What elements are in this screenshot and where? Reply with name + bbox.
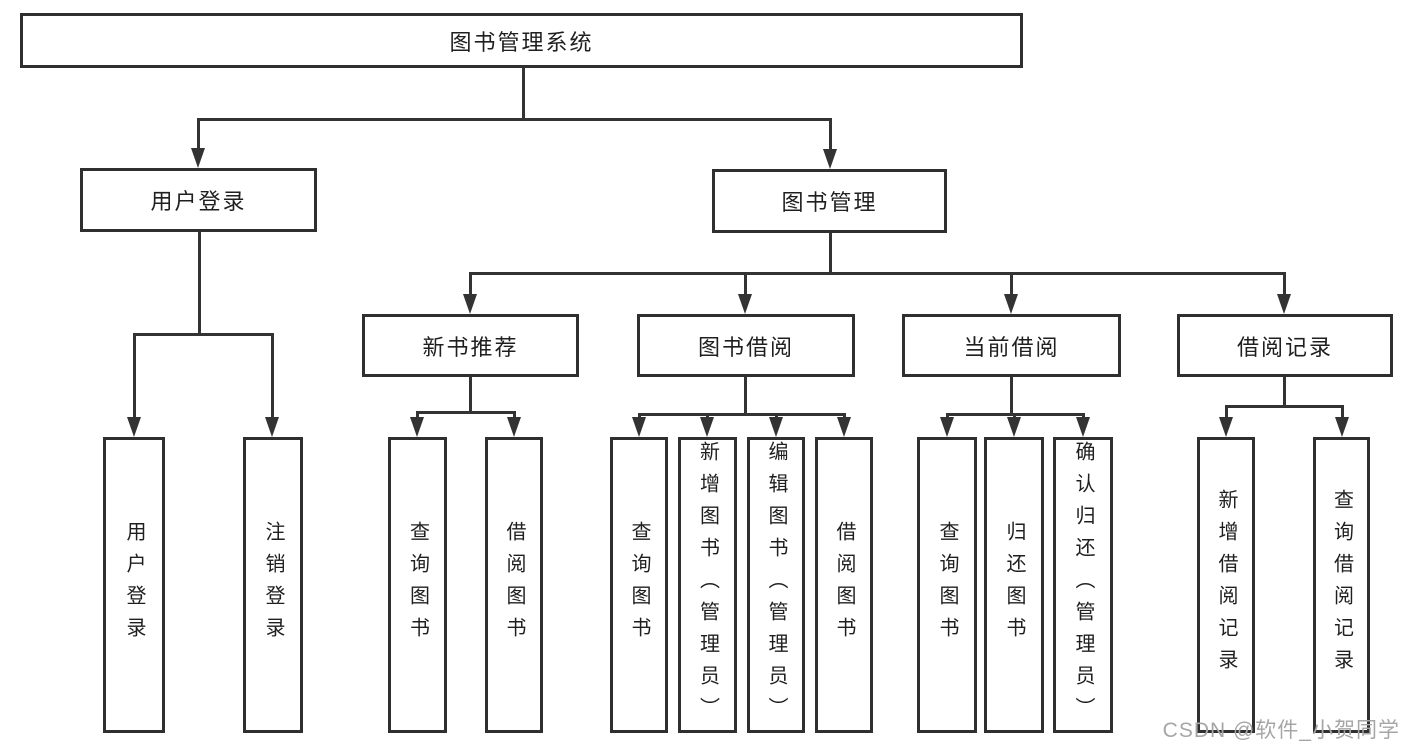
leaf-borrow-books-recommend: 借阅图书 (485, 437, 543, 733)
arrowhead-add-borrow-record (1219, 417, 1233, 437)
connector-arrow-query-borrow-record-line (1340, 405, 1344, 418)
leaf-borrow-books-recommend-label: 借阅图书 (503, 521, 525, 649)
connector-arrow-borrow-books-recommend-line (512, 411, 516, 418)
arrowhead-user-login (191, 148, 205, 168)
arrowhead-return-books (1007, 417, 1021, 437)
leaf-add-borrow-record-label: 新增借阅记录 (1215, 489, 1237, 681)
leaf-query-books-borrowing: 查询图书 (610, 437, 668, 733)
connector-arrow-borrow-books-borrowing-line (842, 413, 846, 418)
connector-arrow-query-books-borrowing-line (637, 413, 641, 418)
connector-root-stem (521, 67, 525, 121)
leaf-query-books-recommend: 查询图书 (388, 437, 447, 733)
node-new-book-recommend-label: 新书推荐 (422, 334, 519, 360)
arrowhead-borrow-books-recommend (507, 417, 521, 437)
connector-arrow-edit-books-line (774, 413, 778, 418)
node-new-book-recommend: 新书推荐 (362, 314, 579, 377)
leaf-query-books-current: 查询图书 (917, 437, 977, 733)
connector-arrow-query-books-recommend-line (415, 411, 419, 418)
leaf-confirm-return-admin: 确认归还（管理员） (1053, 437, 1113, 733)
node-book-borrowing-label: 图书借阅 (697, 334, 794, 360)
connector-user-login-branch (132, 333, 274, 336)
connector-arrow-book-borrowing-line (743, 272, 747, 295)
leaf-query-borrow-record-label: 查询借阅记录 (1330, 489, 1353, 681)
connector-current-borrowing-stem (1009, 377, 1013, 416)
connector-book-borrowing-stem (743, 377, 747, 416)
arrowhead-book-borrowing (738, 294, 752, 314)
connector-book-management-stem (828, 233, 832, 275)
connector-borrowing-records-stem (1282, 377, 1286, 408)
node-book-management: 图书管理 (712, 169, 947, 233)
arrowhead-query-books-borrowing (632, 417, 646, 437)
connector-book-management-branch (468, 272, 1286, 275)
connector-book-borrowing-branch (637, 413, 846, 416)
arrowhead-leaf-user-login (127, 417, 141, 437)
arrowhead-add-books (700, 417, 714, 437)
connector-arrow-leaf-logout-line (270, 333, 274, 418)
connector-borrowing-records-branch (1224, 405, 1344, 408)
connector-arrow-add-borrow-record-line (1224, 405, 1228, 418)
leaf-return-books-label: 归还图书 (1003, 521, 1025, 649)
leaf-user-login-label: 用户登录 (123, 521, 145, 649)
connector-arrow-borrowing-records-line (1282, 272, 1286, 295)
node-current-borrowing-label: 当前借阅 (963, 334, 1060, 360)
leaf-confirm-return-admin-label: 确认归还（管理员） (1072, 441, 1094, 729)
connector-arrow-confirm-return-line (1081, 413, 1085, 418)
node-current-borrowing: 当前借阅 (902, 314, 1121, 377)
arrowhead-query-books-recommend (410, 417, 424, 437)
connector-arrow-current-borrowing-line (1009, 272, 1013, 295)
connector-arrow-user-login-line (196, 118, 200, 149)
leaf-borrow-books-borrowing-label: 借阅图书 (833, 521, 855, 649)
leaf-query-books-current-label: 查询图书 (936, 521, 958, 649)
connector-user-login-stem (197, 232, 201, 336)
connector-root-branch (196, 118, 832, 121)
node-borrowing-records-label: 借阅记录 (1236, 334, 1333, 360)
leaf-logout: 注销登录 (243, 437, 303, 733)
arrowhead-confirm-return (1076, 417, 1090, 437)
connector-new-book-branch (415, 411, 516, 414)
connector-arrow-new-book-line (468, 272, 472, 295)
connector-new-book-stem (468, 377, 472, 414)
arrowhead-borrow-books-borrowing (837, 417, 851, 437)
leaf-user-login: 用户登录 (103, 437, 165, 733)
leaf-borrow-books-borrowing: 借阅图书 (815, 437, 873, 733)
csdn-watermark: CSDN @软件_小贺同学 (1162, 719, 1400, 742)
leaf-edit-books-admin-label: 编辑图书（管理员） (765, 441, 787, 729)
node-borrowing-records: 借阅记录 (1177, 314, 1393, 377)
node-book-borrowing: 图书借阅 (637, 314, 855, 377)
leaf-query-books-borrowing-label: 查询图书 (628, 521, 650, 649)
leaf-query-books-recommend-label: 查询图书 (406, 521, 429, 649)
connector-arrow-leaf-user-login-line (132, 333, 136, 418)
arrowhead-query-books-current (940, 417, 954, 437)
node-user-login: 用户登录 (80, 168, 317, 232)
leaf-query-borrow-record: 查询借阅记录 (1313, 437, 1370, 733)
leaf-return-books: 归还图书 (984, 437, 1044, 733)
leaf-add-books-admin-label: 新增图书（管理员） (696, 441, 719, 729)
leaf-add-borrow-record: 新增借阅记录 (1197, 437, 1255, 733)
connector-arrow-return-books-line (1012, 413, 1016, 418)
arrowhead-borrowing-records (1277, 294, 1291, 314)
arrowhead-leaf-logout (265, 417, 279, 437)
node-root: 图书管理系统 (20, 13, 1023, 68)
arrowhead-new-book-recommend (463, 294, 477, 314)
arrowhead-query-borrow-record (1335, 417, 1349, 437)
node-root-label: 图书管理系统 (449, 29, 594, 55)
node-user-login-label: 用户登录 (150, 189, 247, 214)
node-book-management-label: 图书管理 (781, 190, 878, 215)
arrowhead-current-borrowing (1004, 294, 1018, 314)
arrowhead-book-management (823, 149, 837, 169)
connector-arrow-query-books-current-line (945, 413, 949, 418)
connector-arrow-book-management-line (828, 118, 832, 150)
leaf-edit-books-admin: 编辑图书（管理员） (747, 437, 805, 733)
connector-arrow-add-books-line (705, 413, 709, 418)
leaf-logout-label: 注销登录 (262, 521, 284, 649)
arrowhead-edit-books (769, 417, 783, 437)
leaf-add-books-admin: 新增图书（管理员） (678, 437, 737, 733)
